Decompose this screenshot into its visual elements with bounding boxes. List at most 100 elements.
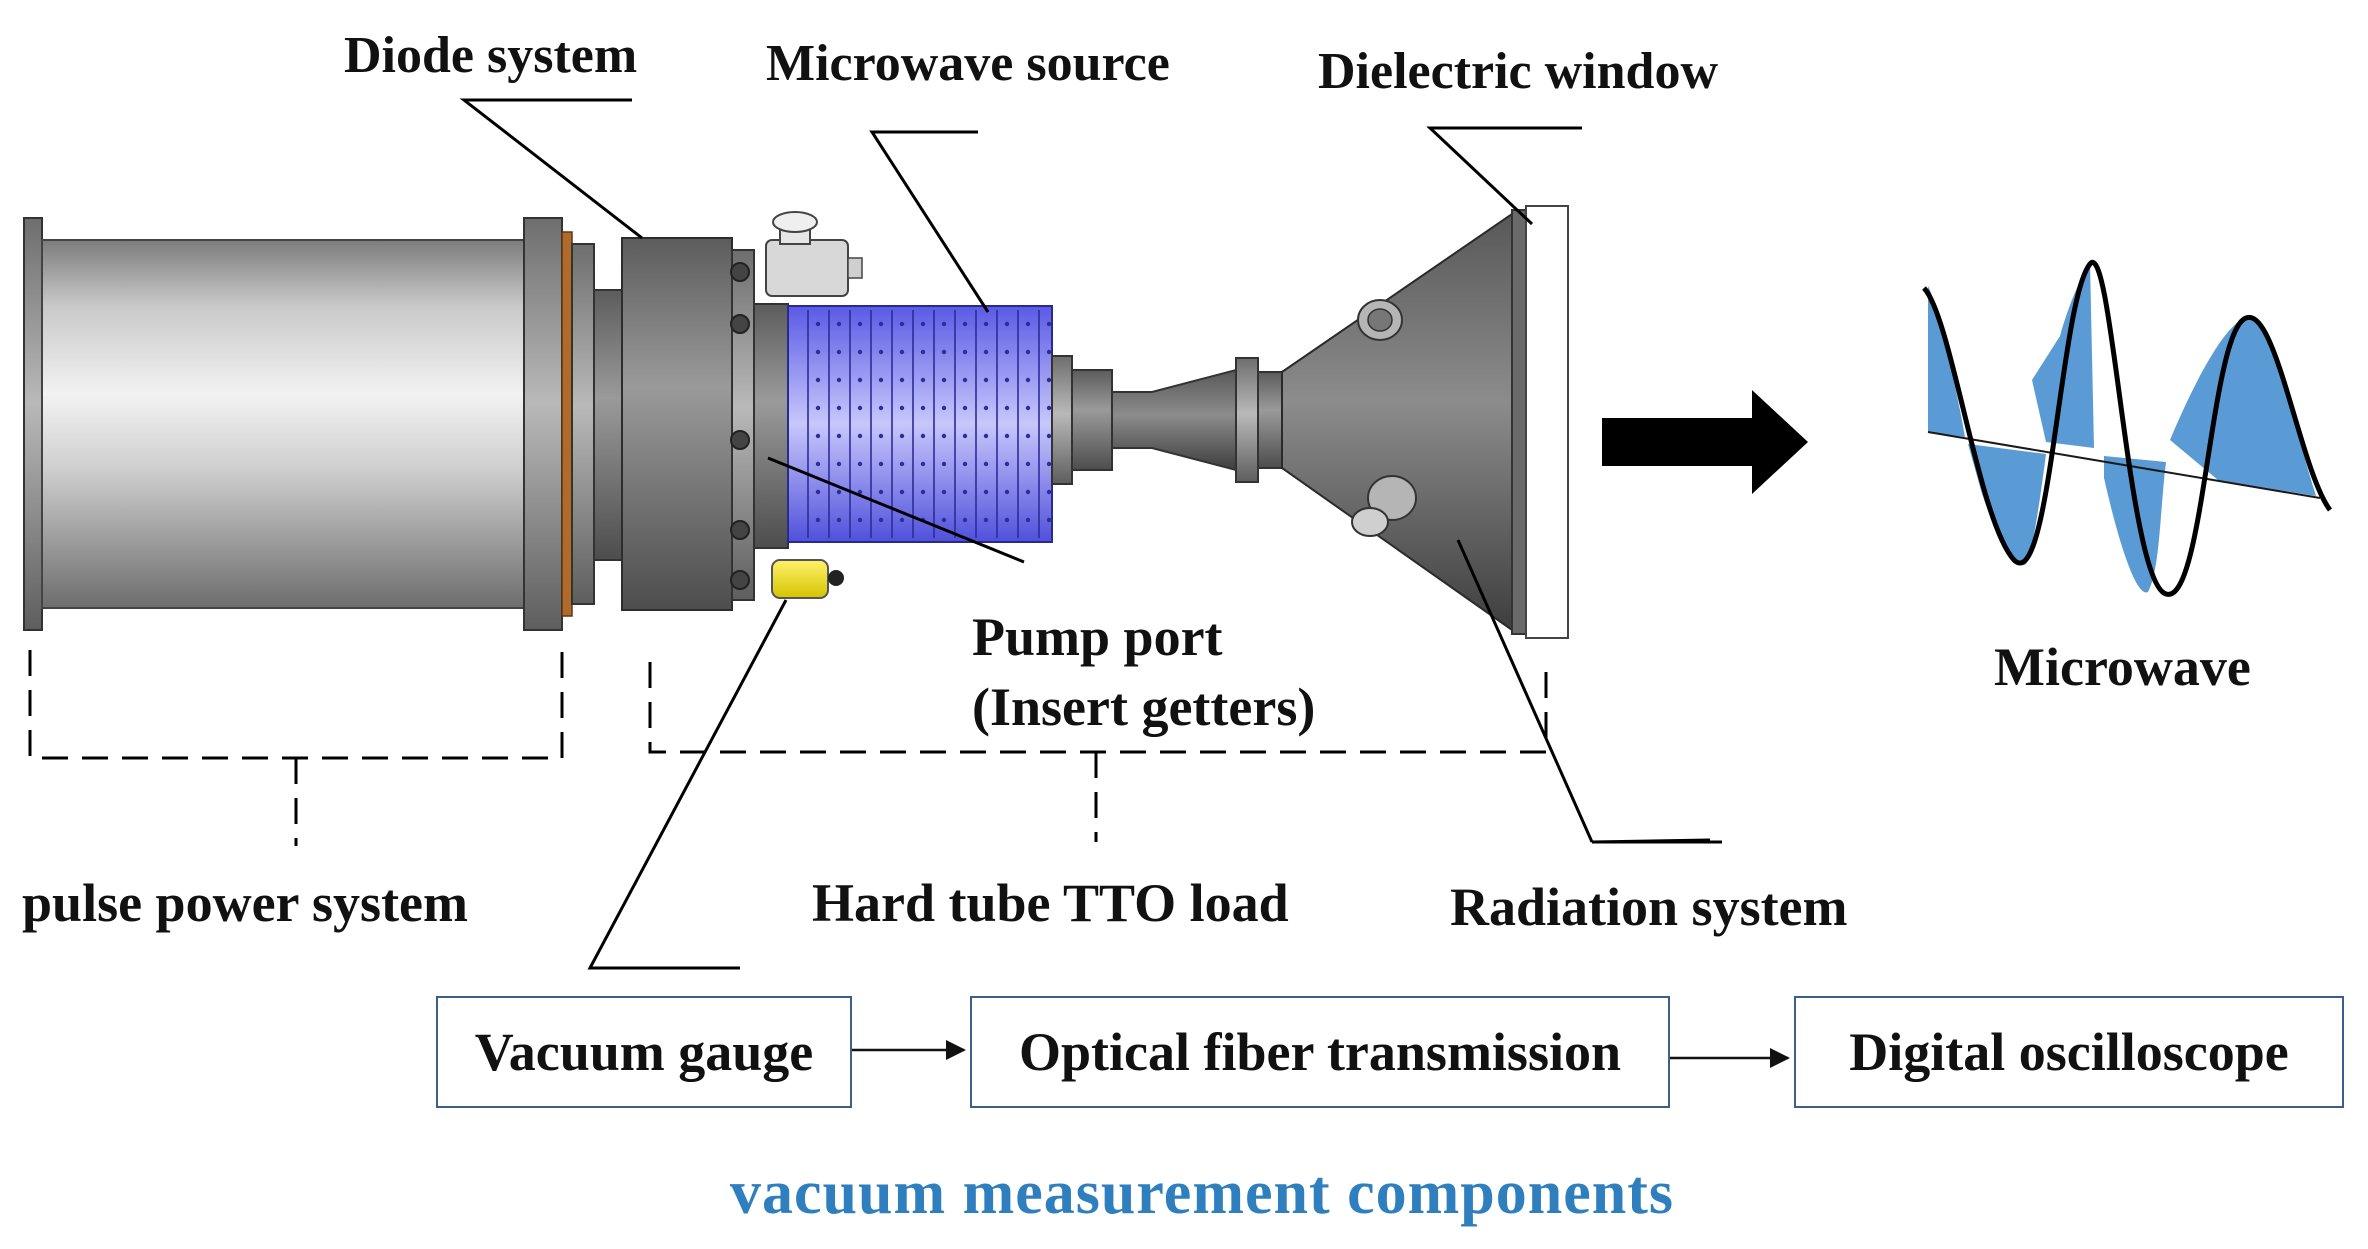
source-dot [899, 489, 905, 495]
source-dot [1046, 405, 1052, 411]
source-dot [920, 321, 926, 327]
source-dot [857, 377, 863, 383]
source-dot [1025, 349, 1031, 355]
source-dot [983, 433, 989, 439]
source-dot [1025, 377, 1031, 383]
source-dot [1046, 377, 1052, 383]
source-dot [836, 377, 842, 383]
source-dot [983, 377, 989, 383]
hard-tube-tto-load-label: Hard tube TTO load [812, 873, 1289, 933]
source-dot [857, 489, 863, 495]
source-dot [857, 405, 863, 411]
source-dot [815, 489, 821, 495]
source-dot [941, 461, 947, 467]
source-dot [962, 349, 968, 355]
source-dot [983, 461, 989, 467]
leader-lines [459, 98, 1722, 970]
radiation-system-label: Radiation system [1450, 877, 1848, 937]
source-dot [983, 405, 989, 411]
microwave-source-body [787, 305, 1053, 543]
source-dot [1046, 349, 1052, 355]
source-dot [836, 321, 842, 327]
dielectric-window [1525, 205, 1569, 639]
source-dot [1025, 405, 1031, 411]
source-dot [983, 349, 989, 355]
oscilloscope-box: Digital oscilloscope [1794, 996, 2344, 1108]
source-dot [1004, 321, 1010, 327]
source-dot [878, 405, 884, 411]
source-dot [920, 349, 926, 355]
source-dot [962, 461, 968, 467]
source-dot [1046, 517, 1052, 523]
microwave-label: Microwave [1994, 637, 2251, 697]
source-dot [1025, 433, 1031, 439]
oscilloscope-text: Digital oscilloscope [1849, 1022, 2289, 1082]
source-dot [857, 349, 863, 355]
source-dot [899, 405, 905, 411]
source-dot [878, 517, 884, 523]
source-dot [878, 377, 884, 383]
source-dot [1046, 489, 1052, 495]
source-dot [1025, 461, 1031, 467]
source-dot [941, 349, 947, 355]
pulse-power-cylinder [23, 217, 595, 631]
pump-port-transition [1051, 355, 1283, 485]
source-dot [836, 489, 842, 495]
source-dot [983, 489, 989, 495]
source-dot [815, 377, 821, 383]
source-dot [899, 377, 905, 383]
source-dot [983, 321, 989, 327]
source-dot [899, 433, 905, 439]
source-dot [1004, 377, 1010, 383]
source-dot [1025, 517, 1031, 523]
source-dot [1025, 321, 1031, 327]
vacuum-gauge-text: Vacuum gauge [474, 1022, 814, 1082]
source-dot [1025, 489, 1031, 495]
source-dot [941, 517, 947, 523]
source-dot [1046, 433, 1052, 439]
source-dot [1004, 489, 1010, 495]
source-dot [962, 321, 968, 327]
source-dot [962, 433, 968, 439]
vacuum-gauge-device [771, 559, 844, 599]
source-dot [920, 377, 926, 383]
source-dot [1046, 321, 1052, 327]
optical-fiber-text: Optical fiber transmission [1018, 1022, 1621, 1082]
source-dot [941, 377, 947, 383]
source-dot [962, 489, 968, 495]
source-dot [836, 405, 842, 411]
vacuum-gauge-box: Vacuum gauge [436, 996, 852, 1108]
source-dot [815, 433, 821, 439]
source-dot [899, 349, 905, 355]
source-dot [920, 489, 926, 495]
source-dot [878, 433, 884, 439]
source-dot [1004, 517, 1010, 523]
source-dot [920, 405, 926, 411]
source-dot [899, 517, 905, 523]
source-dot [1004, 405, 1010, 411]
source-dot [941, 405, 947, 411]
source-dot [899, 321, 905, 327]
radiation-horn [1281, 209, 1527, 635]
footer-caption: vacuum measurement components [730, 1159, 1675, 1227]
source-dot [941, 321, 947, 327]
pulse-power-system-label: pulse power system [22, 873, 469, 933]
source-dot [878, 461, 884, 467]
source-dot [1004, 461, 1010, 467]
source-dot [1004, 349, 1010, 355]
source-dot [899, 461, 905, 467]
source-dot [983, 517, 989, 523]
microwave-source-label: Microwave source [766, 35, 1170, 92]
source-dot [920, 433, 926, 439]
source-dot [857, 433, 863, 439]
source-dot [836, 517, 842, 523]
source-dot [962, 517, 968, 523]
pump-port-label: Pump port [972, 607, 1223, 667]
source-dot [815, 349, 821, 355]
source-dot [815, 461, 821, 467]
diode-system-label: Diode system [344, 27, 638, 84]
source-dot [962, 405, 968, 411]
source-dot [878, 349, 884, 355]
source-dot [836, 461, 842, 467]
